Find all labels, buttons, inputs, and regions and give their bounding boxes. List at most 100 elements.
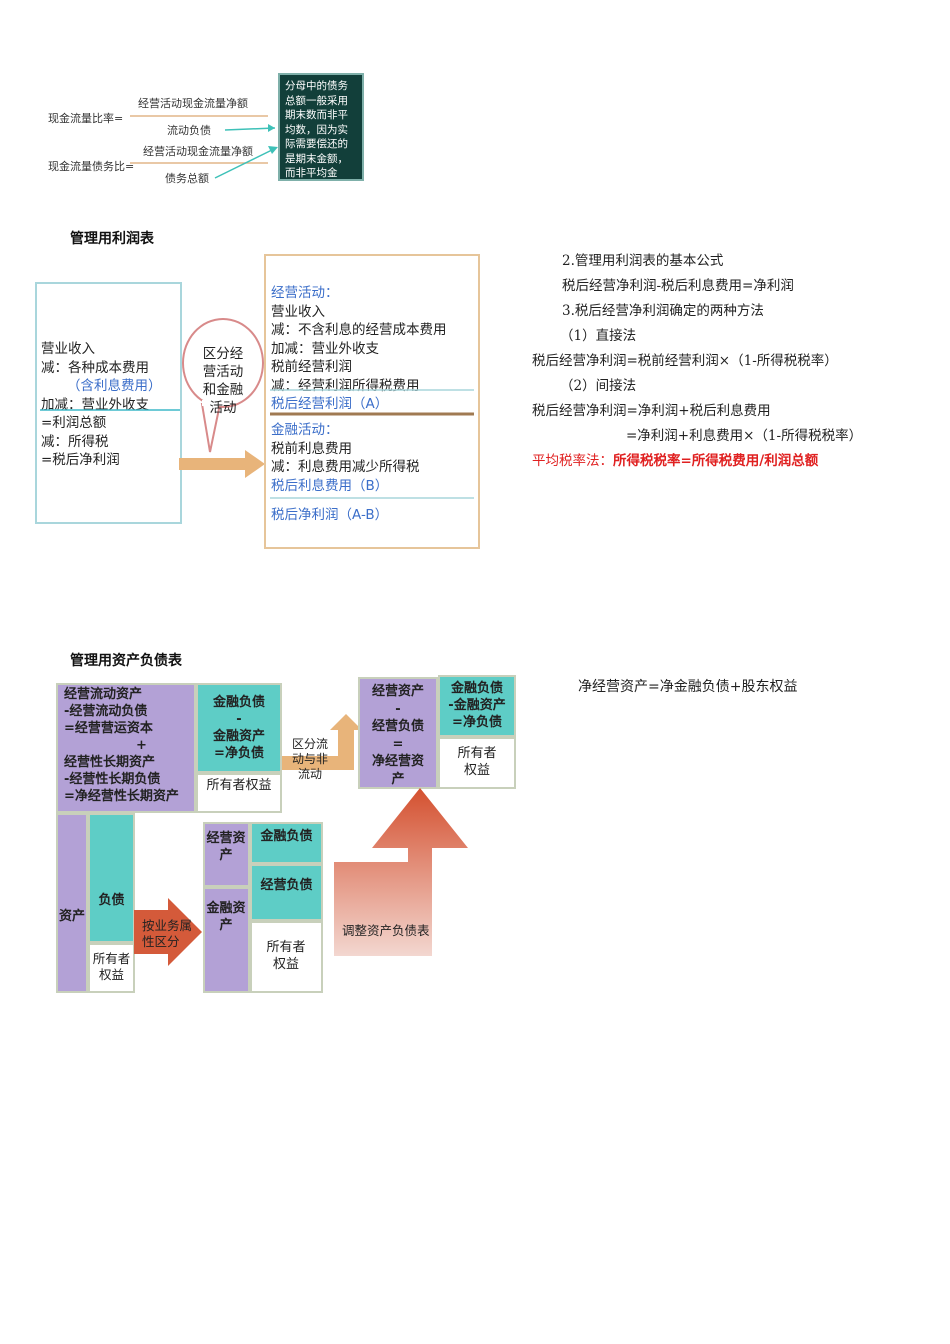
business-nature-label: 按业务属 性区分	[142, 918, 192, 950]
income-line: 减：所得税	[41, 433, 109, 450]
op-line: 税后经营利润（A）	[271, 396, 389, 412]
business-nature-arrow-icon	[134, 898, 202, 966]
ratio1-denominator: 流动负债	[167, 124, 211, 137]
fin-block-line: 金融资产	[212, 729, 265, 744]
operating-assets-lines: 经营流动资产 -经营流动负债 =经营营运资本 + 经营性长期资产 -经营性长期负…	[64, 686, 179, 805]
equity-block-3	[88, 943, 135, 993]
income-statement-title: 管理用利润表	[70, 231, 154, 247]
net-operating-assets-equation: 净经营资产=净金融负债+股东权益	[578, 679, 798, 695]
formula-line: （2）间接法	[560, 378, 637, 394]
op-block-line: -经营流动负债	[64, 704, 148, 719]
traditional-income-lines: 营业收入 减：各种成本费用 （含利息费用） 加减：营业外收支 =利润总额 减：所…	[41, 340, 162, 470]
net-op-line: 经营负债	[371, 719, 424, 734]
net-op-line: 净经营资	[371, 754, 424, 769]
op-block-line: +	[136, 738, 147, 753]
op-liab-block	[250, 864, 323, 921]
net-fin-line: 金融负债	[450, 681, 503, 696]
liabilities-block	[88, 813, 135, 943]
income-divider	[40, 409, 180, 411]
balance-sheet-title: 管理用资产负债表	[70, 653, 182, 669]
bubble-line: 活动	[209, 400, 237, 416]
operating-activity-lines: 经营活动： 营业收入 减：不含利息的经营成本费用 加减：营业外收支 税前经营利润…	[271, 284, 447, 414]
assets-label: 资产	[58, 909, 85, 924]
income-line: 营业收入	[41, 341, 95, 357]
formula-line: 3.税后经营净利润确定的两种方法	[562, 303, 764, 319]
op-block-line: =净经营性长期资产	[64, 789, 179, 804]
liabilities-label: 负债	[98, 893, 125, 908]
equity-block-2	[438, 737, 516, 789]
net-operating-assets-lines: 经营资产 - 经营负债 = 净经营资 产	[360, 683, 436, 788]
arrow1-line: 区分流	[292, 737, 329, 751]
financial-liabilities-block	[196, 683, 282, 773]
note-line: 际需要偿还的	[285, 138, 348, 150]
arrow1-line: 流动	[298, 767, 323, 781]
formula-line: 税后经营净利润-税后利息费用=净利润	[562, 278, 794, 294]
arrow1-line: 动与非	[292, 752, 329, 766]
fin-block-line: 金融负债	[212, 695, 265, 710]
note-line: 分母中的债务	[285, 80, 348, 92]
right-arrow-icon	[179, 450, 265, 478]
op-block-line: 经营性长期资产	[64, 755, 156, 770]
financial-liabilities-lines: 金融负债 - 金融资产 =净负债	[198, 694, 280, 762]
cash-flow-debt-ratio-label: 现金流量债务比=	[48, 160, 135, 173]
adjust-balance-sheet-label: 调整资产负债表	[342, 923, 430, 938]
op-line: 经营活动：	[271, 285, 339, 301]
bubble-line: 营活动	[202, 364, 244, 380]
cash-flow-ratio-label: 现金流量比率=	[48, 112, 124, 125]
equity-block-1	[196, 773, 282, 813]
fin-line: 减：利息费用减少所得税	[271, 459, 420, 475]
arrow2-line: 性区分	[142, 934, 180, 949]
net-profit-line: 税后净利润（A-B）	[271, 507, 389, 523]
note-line: 均数，因为实	[285, 123, 348, 136]
equity-block-4	[250, 921, 323, 993]
avg-rate-label: 平均税率法：	[532, 453, 613, 469]
bubble-line: 和金融	[202, 382, 244, 398]
net-op-line: 经营资产	[371, 684, 424, 699]
equity-label-2: 所有者权益	[457, 746, 497, 778]
formula-line: 2.管理用利润表的基本公式	[562, 253, 724, 269]
fin-liab-block	[250, 822, 323, 864]
formula-line: 税后经营净利润=净利润+税后利息费用	[532, 403, 771, 419]
income-line: 减：各种成本费用	[41, 359, 149, 376]
bubble-callout	[182, 318, 264, 408]
net-op-line: =	[392, 736, 404, 752]
arrow2-line: 按业务属	[142, 918, 193, 933]
debt-total-note: 分母中的债务 总额一般采用 期末数而非平 均数，因为实 际需要偿还的 是期末金额…	[278, 73, 364, 194]
avg-tax-rate-line: 平均税率法：所得税税率=所得税费用/利润总额	[532, 449, 862, 474]
op-line: 税前经营利润	[271, 359, 352, 375]
income-line: =利润总额	[41, 415, 107, 431]
op-line: 减：不含利息的经营成本费用	[271, 322, 447, 338]
ratio2-denominator: 债务总额	[165, 172, 209, 185]
up-arrow-icon	[282, 714, 362, 770]
traditional-income-box	[35, 282, 182, 524]
equity-label-3: 所有者权益	[92, 951, 131, 982]
note-line: 总额一般采用	[285, 94, 348, 107]
operating-assets-block	[56, 683, 196, 813]
op-block-line: -经营性长期负债	[64, 772, 161, 787]
bubble-text: 区分经 营活动 和金融 活动	[192, 345, 254, 417]
formula-line: 税后经营净利润=税前经营利润×（1-所得税税率）	[532, 353, 838, 369]
op-line: 加减：营业外收支	[271, 340, 379, 357]
note-line: 而非平均金额。	[285, 167, 338, 194]
op-liab-label: 经营负债	[260, 878, 313, 893]
bubble-tail	[200, 400, 222, 453]
op-line: 营业收入	[271, 303, 325, 320]
income-line: 加减：营业外收支	[41, 396, 149, 413]
income-line: （含利息费用）	[67, 378, 162, 394]
income-line: =税后净利润	[41, 452, 120, 468]
formula-line: （1）直接法	[560, 328, 637, 344]
equity-label-4: 所有者权益	[266, 940, 306, 972]
op-block-line: =经营营运资本	[64, 721, 153, 736]
avg-rate-formula: 所得税税率=所得税费用/利润总额	[613, 453, 819, 469]
formula-list: 2.管理用利润表的基本公式 税后经营净利润-税后利息费用=净利润 3.税后经营净…	[532, 249, 862, 474]
cashflow-lines	[130, 115, 278, 179]
op-block-line: 经营流动资产	[64, 687, 143, 702]
management-income-box	[264, 254, 480, 549]
management-income-dividers	[270, 389, 474, 499]
fin-assets-block	[203, 887, 250, 993]
fin-liab-label: 金融负债	[260, 829, 313, 844]
fin-line: 税前利息费用	[271, 440, 352, 457]
fin-line: 金融活动：	[271, 422, 339, 438]
fin-block-line: -	[236, 712, 242, 727]
fin-block-line: =净负债	[214, 746, 264, 761]
